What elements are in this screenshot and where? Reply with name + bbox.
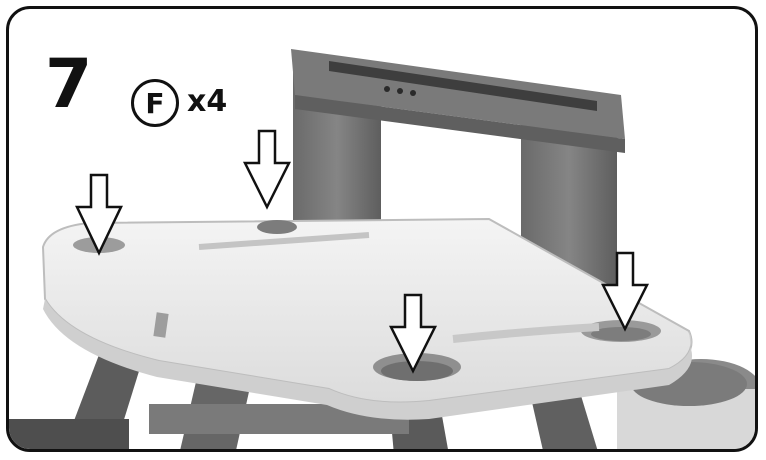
down-arrow-icon bbox=[242, 129, 292, 210]
down-arrow-icon bbox=[75, 173, 123, 256]
instruction-panel: 7 F x4 bbox=[6, 6, 758, 452]
high-chair-illustration bbox=[9, 49, 755, 449]
tray bbox=[41, 217, 693, 420]
step-number: 7 bbox=[45, 45, 93, 124]
down-arrow-icon bbox=[388, 293, 438, 374]
part-badge: F bbox=[131, 79, 179, 127]
part-letter: F bbox=[145, 86, 165, 120]
down-arrow-icon bbox=[600, 251, 650, 332]
part-quantity: x4 bbox=[187, 84, 228, 119]
